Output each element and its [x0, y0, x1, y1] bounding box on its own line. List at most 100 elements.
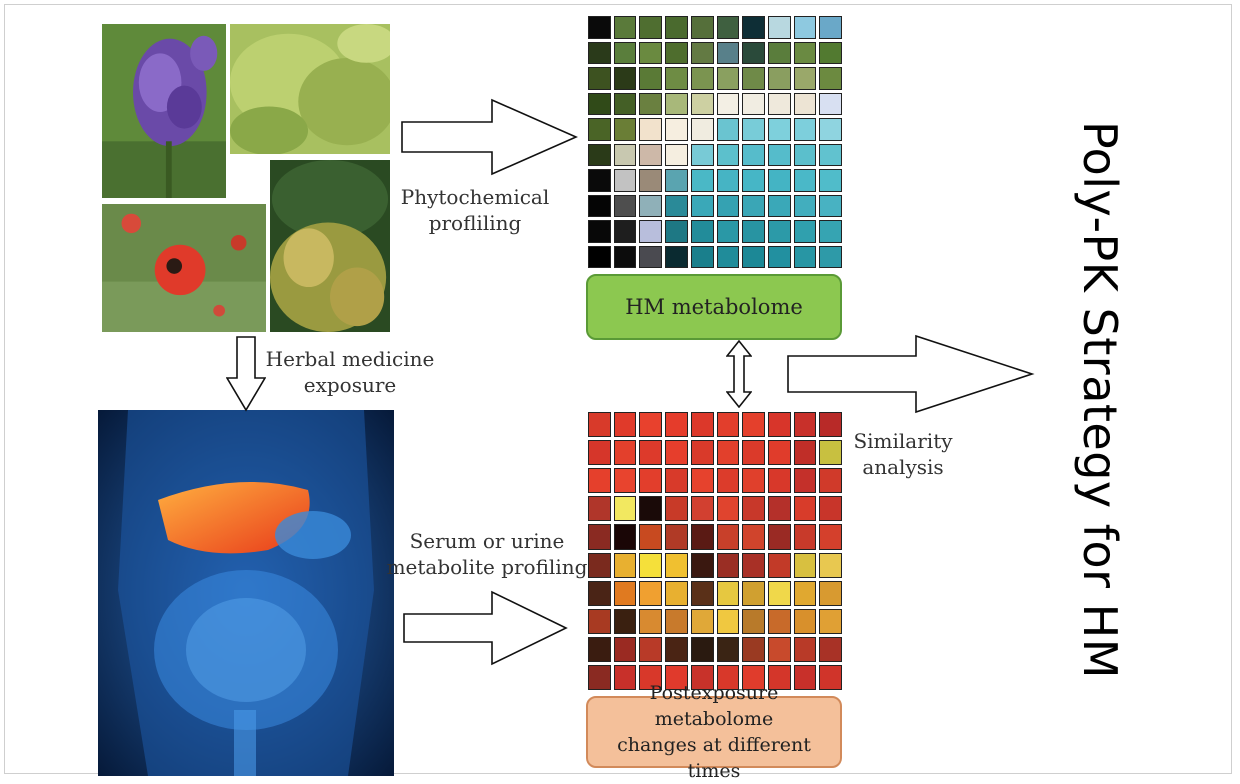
hm-heatmap-cell	[742, 41, 765, 64]
hm-metabolome-label: HM metabolome	[625, 295, 803, 319]
hm-heatmap-cell	[793, 16, 817, 39]
hm-heatmap-cell	[819, 67, 842, 90]
post-heatmap-cell	[665, 580, 688, 606]
post-heatmap-cell	[639, 412, 663, 438]
hm-heatmap-cell	[793, 220, 817, 243]
hm-heatmap-cell	[665, 169, 688, 192]
post-heatmap-cell	[767, 496, 791, 522]
post-heatmap-cell	[690, 664, 714, 690]
post-heatmap-cell	[767, 608, 791, 634]
post-heatmap-cell	[690, 636, 714, 662]
hm-heatmap-cell	[819, 118, 842, 141]
post-heatmap-cell	[819, 524, 842, 550]
post-heatmap-cell	[793, 636, 817, 662]
hm-heatmap-cell	[819, 169, 842, 192]
hm-heatmap-cell	[819, 194, 842, 217]
hm-heatmap-cell	[767, 220, 791, 243]
post-heatmap-cell	[665, 636, 688, 662]
post-heatmap-cell	[665, 468, 688, 494]
hm-heatmap-cell	[665, 143, 688, 166]
hm-heatmap-cell	[613, 169, 637, 192]
hm-heatmap-cell	[690, 92, 714, 115]
post-heatmap-cell	[742, 440, 765, 466]
hm-heatmap-cell	[767, 92, 791, 115]
post-heatmap-cell	[613, 496, 637, 522]
post-heatmap-cell	[819, 552, 842, 578]
hm-heatmap-cell	[793, 41, 817, 64]
hm-heatmap-cell	[588, 194, 611, 217]
post-heatmap-cell	[588, 524, 611, 550]
post-heatmap-cell	[613, 440, 637, 466]
hm-heatmap-cell	[690, 118, 714, 141]
post-heatmap-cell	[793, 524, 817, 550]
post-heatmap-cell	[665, 664, 688, 690]
hm-heatmap-cell	[767, 41, 791, 64]
post-heatmap-cell	[588, 468, 611, 494]
hm-heatmap-cell	[793, 245, 817, 268]
post-heatmap-cell	[639, 524, 663, 550]
hm-heatmap-cell	[690, 220, 714, 243]
hm-heatmap-cell	[716, 67, 740, 90]
post-heatmap-cell	[588, 552, 611, 578]
similarity-analysis-label: Similarity analysis	[853, 429, 953, 479]
post-heatmap-cell	[639, 608, 663, 634]
hm-heatmap-cell	[588, 41, 611, 64]
post-heatmap-cell	[613, 636, 637, 662]
post-heatmap-cell	[665, 440, 688, 466]
post-heatmap-cell	[716, 440, 740, 466]
post-heatmap-cell	[819, 580, 842, 606]
post-heatmap-cell	[613, 664, 637, 690]
arrow-to-hm-metabolome	[401, 98, 578, 176]
post-heatmap-cell	[819, 468, 842, 494]
hm-heatmap-cell	[588, 169, 611, 192]
post-heatmap-cell	[613, 580, 637, 606]
post-heatmap-cell	[716, 496, 740, 522]
self-heal-flower-photo	[100, 22, 228, 200]
post-heatmap-cell	[742, 468, 765, 494]
post-heatmap-cell	[716, 636, 740, 662]
post-heatmap-cell	[819, 412, 842, 438]
post-heatmap-cell	[767, 552, 791, 578]
hm-heatmap-cell	[793, 67, 817, 90]
hm-heatmap-cell	[613, 16, 637, 39]
post-heatmap-cell	[716, 552, 740, 578]
hm-heatmap-cell	[819, 245, 842, 268]
post-heatmap-cell	[690, 608, 714, 634]
hm-heatmap-cell	[690, 67, 714, 90]
double-arrow-between-metabolomes	[726, 340, 752, 408]
post-heatmap-cell	[690, 412, 714, 438]
post-heatmap-cell	[665, 608, 688, 634]
post-heatmap-cell	[742, 580, 765, 606]
post-heatmap-cell	[793, 552, 817, 578]
hm-heatmap-cell	[690, 41, 714, 64]
post-heatmap-cell	[767, 664, 791, 690]
post-heatmap-cell	[613, 608, 637, 634]
hm-heatmap-cell	[639, 16, 663, 39]
post-heatmap-cell	[690, 524, 714, 550]
hm-heatmap-cell	[588, 220, 611, 243]
arrow-to-postexposure	[403, 590, 568, 666]
hm-heatmap-cell	[742, 143, 765, 166]
hm-heatmap-cell	[742, 67, 765, 90]
hm-heatmap-cell	[665, 194, 688, 217]
post-heatmap-cell	[588, 496, 611, 522]
hm-heatmap-cell	[819, 41, 842, 64]
post-heatmap-cell	[690, 440, 714, 466]
postexposure-box: Postexposure metabolome changes at diffe…	[586, 682, 842, 782]
hm-heatmap-cell	[588, 143, 611, 166]
hm-heatmap-cell	[819, 220, 842, 243]
post-heatmap-cell	[613, 412, 637, 438]
hm-heatmap-cell	[767, 143, 791, 166]
post-heatmap-cell	[793, 468, 817, 494]
post-heatmap-cell	[716, 468, 740, 494]
post-heatmap-cell	[639, 552, 663, 578]
serum-urine-profiling-label: Serum or urine metabolite profiling	[386, 529, 588, 579]
post-heatmap-cell	[639, 580, 663, 606]
post-heatmap-cell	[639, 664, 663, 690]
post-heatmap-cell	[819, 496, 842, 522]
hm-heatmap-cell	[613, 220, 637, 243]
hm-heatmap-cell	[588, 16, 611, 39]
post-heatmap-cell	[767, 440, 791, 466]
hm-heatmap-cell	[665, 16, 688, 39]
